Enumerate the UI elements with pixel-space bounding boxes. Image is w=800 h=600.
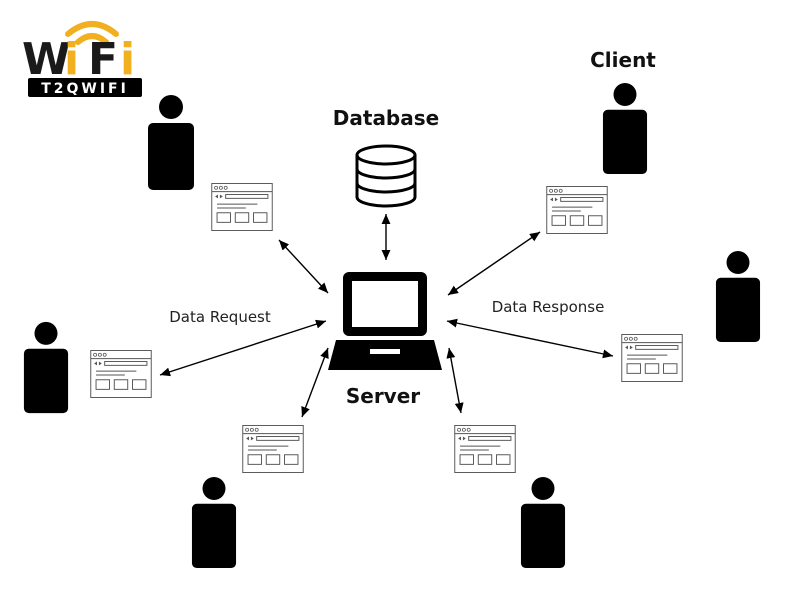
arrow-server-client — [446, 318, 614, 359]
logo-letter-i2: i — [120, 34, 135, 85]
arrow-server-client — [447, 231, 541, 296]
logo-letter-f: F — [88, 34, 118, 85]
arrow-server-client — [278, 239, 329, 294]
laptop-icon — [328, 272, 442, 370]
person-icon — [148, 95, 194, 190]
data-request-label: Data Request — [169, 308, 271, 326]
client-label: Client — [590, 48, 656, 72]
browser-window-icon — [546, 186, 608, 234]
person-icon — [602, 82, 648, 174]
database-label: Database — [333, 106, 439, 130]
browser-window-icon — [211, 183, 273, 231]
browser-window-icon — [621, 334, 683, 382]
person-icon — [23, 321, 69, 414]
wifi-signal-icon — [65, 21, 119, 45]
data-response-label: Data Response — [492, 298, 605, 316]
arrow-server-client — [159, 319, 327, 377]
person-icon — [520, 476, 566, 568]
browser-window-icon — [90, 350, 152, 398]
logo-letter-i: i — [64, 34, 79, 85]
arrow-server-client — [301, 347, 329, 418]
person-icon — [191, 476, 237, 568]
browser-window-icon — [454, 425, 516, 473]
arrow-server-client — [446, 347, 464, 414]
wifi-logo: W i F i T2QWIFI — [22, 21, 142, 97]
server-label: Server — [346, 384, 420, 408]
logo-tagline: T2QWIFI — [41, 81, 129, 97]
logo-letter-w: W — [22, 34, 71, 85]
logo-tagline-bg — [28, 78, 142, 97]
person-icon — [715, 250, 761, 342]
database-icon — [355, 144, 417, 208]
browser-window-icon — [242, 425, 304, 473]
